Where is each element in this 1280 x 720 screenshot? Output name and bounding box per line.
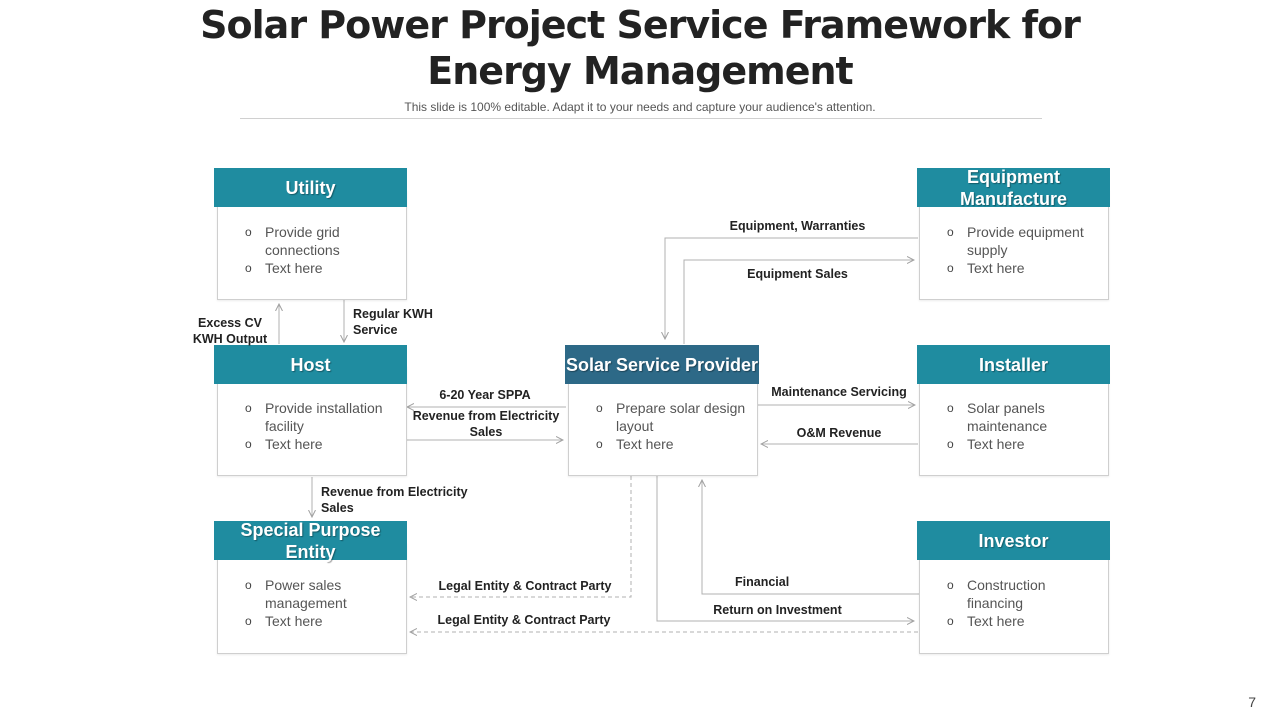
equipment-header: Equipment Manufacture (917, 167, 1110, 209)
label-return-on-investment: Return on Investment (713, 603, 842, 617)
host-bullets: Provide installation facility Text here (245, 399, 395, 453)
host-header: Host (214, 345, 407, 384)
title-line-1: Solar Power Project Service Framework fo… (200, 3, 1081, 47)
spe-header: Special Purpose Entity (214, 520, 407, 562)
list-item: Solar panels maintenance (947, 399, 1097, 435)
financial-arrow (702, 480, 920, 595)
label-legal-investor: Legal Entity & Contract Party (437, 613, 611, 627)
equip-sales-arrow (683, 260, 914, 344)
list-item: Text here (245, 612, 395, 630)
title-divider (240, 118, 1042, 119)
investor-bullets: Construction financing Text here (947, 576, 1097, 630)
label-equipment-warranties: Equipment, Warranties (729, 219, 866, 233)
list-item: Text here (596, 435, 746, 453)
list-item: Provide grid connections (245, 223, 395, 259)
installer-header: Installer (917, 345, 1110, 384)
label-excess-output: Excess CV KWH Output (192, 316, 268, 346)
list-item: Text here (947, 435, 1097, 453)
label-regular-service: Regular KWH Service (353, 307, 433, 337)
list-item: Text here (947, 259, 1102, 277)
provider-header: Solar Service Provider (565, 345, 759, 384)
list-item: Provide installation facility (245, 399, 395, 435)
list-item: Text here (947, 612, 1097, 630)
list-item: Power sales management (245, 576, 395, 612)
page-number: 7 (1248, 694, 1256, 710)
label-maintenance-servicing: Maintenance Servicing (771, 385, 907, 399)
label-om-revenue: O&M Revenue (796, 426, 882, 440)
equipment-bullets: Provide equipment supply Text here (947, 223, 1102, 277)
list-item: Provide equipment supply (947, 223, 1102, 259)
utility-header: Utility (214, 168, 407, 207)
page-title: Solar Power Project Service Framework fo… (140, 2, 1140, 94)
installer-bullets: Solar panels maintenance Text here (947, 399, 1097, 453)
utility-bullets: Provide grid connections Text here (245, 223, 395, 277)
title-line-2: Energy Management (427, 49, 853, 93)
list-item: Text here (245, 259, 395, 277)
provider-bullets: Prepare solar design layout Text here (596, 399, 746, 453)
list-item: Text here (245, 435, 395, 453)
warranties-arrow (665, 237, 918, 339)
label-equipment-sales: Equipment Sales (747, 267, 848, 281)
list-item: Prepare solar design layout (596, 399, 746, 435)
label-financial: Financial (735, 575, 790, 589)
label-revenue-spe: Revenue from Electricity Sales (321, 485, 468, 515)
legal-arrow-1 (410, 476, 632, 597)
label-revenue-provider: Revenue from Electricity Sales (412, 409, 560, 439)
label-sppa: 6-20 Year SPPA (439, 388, 531, 402)
spe-bullets: Power sales management Text here (245, 576, 395, 630)
list-item: Construction financing (947, 576, 1097, 612)
roi-arrow (656, 476, 914, 621)
page-subtitle: This slide is 100% editable. Adapt it to… (404, 100, 876, 114)
label-legal-provider: Legal Entity & Contract Party (438, 579, 612, 593)
investor-header: Investor (917, 521, 1110, 560)
